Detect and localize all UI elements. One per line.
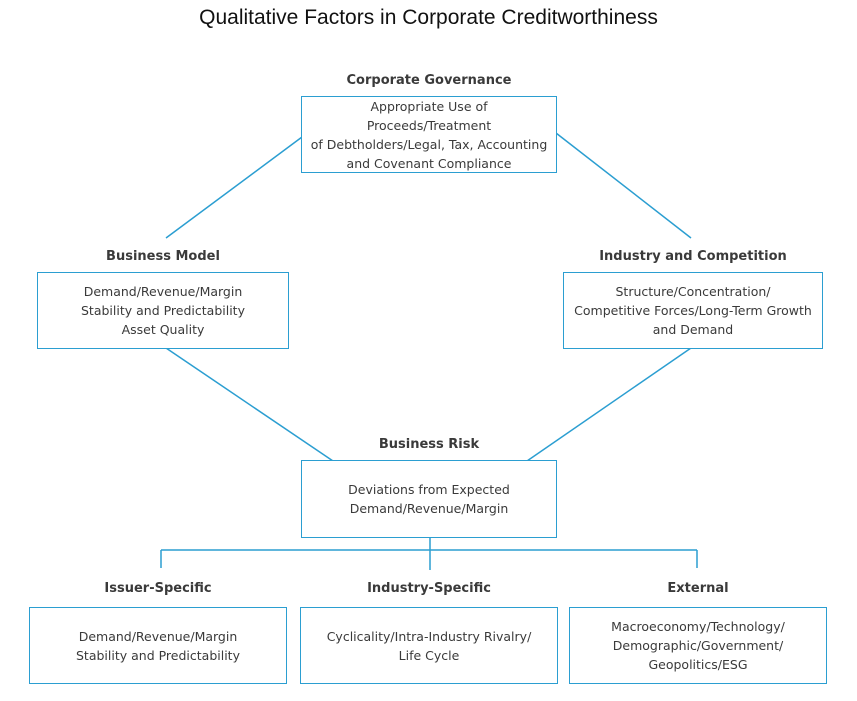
box-line: Deviations from Expected [348, 482, 510, 497]
box-industry-competition: Structure/Concentration/ Competitive For… [563, 272, 823, 349]
box-line: of Debtholders/Legal, Tax, Accounting [310, 136, 548, 152]
connector-governance-business-model [165, 136, 303, 239]
box-industry-specific: Cyclicality/Intra-Industry Rivalry/ Life… [300, 607, 558, 684]
box-line: Stability and Predictability [76, 647, 240, 663]
heading-issuer-specific: Issuer-Specific [104, 581, 212, 596]
box-line: Appropriate Use of Proceeds/Treatment [366, 98, 492, 133]
box-corporate-governance: Appropriate Use of Proceeds/Treatment of… [301, 96, 557, 173]
page-title: Qualitative Factors in Corporate Creditw… [199, 6, 658, 29]
heading-industry-competition: Industry and Competition [599, 249, 787, 264]
heading-external: External [667, 581, 729, 596]
box-line: Demand/Revenue/Margin [78, 628, 238, 644]
heading-corporate-governance: Corporate Governance [346, 73, 512, 88]
box-line: Asset Quality [121, 322, 205, 337]
connector-governance-industry [555, 132, 692, 239]
box-line: Life Cycle [398, 647, 460, 663]
box-business-risk: Deviations from Expected Demand/Revenue/… [301, 460, 557, 538]
box-issuer-specific: Demand/Revenue/Margin Stability and Pred… [29, 607, 287, 684]
box-line: Demographic/Government/ [612, 638, 784, 653]
box-external: Macroeconomy/Technology/ Demographic/Gov… [569, 607, 827, 684]
box-line: Demand/Revenue/Margin [349, 501, 509, 516]
connector-business-model-risk [165, 347, 334, 462]
connector-industry-risk [526, 347, 692, 462]
heading-industry-specific: Industry-Specific [367, 581, 491, 596]
box-line: Demand/Revenue/Margin [83, 284, 243, 299]
box-line: Competitive Forces/Long-Term Growth [574, 303, 812, 318]
box-line: Structure/Concentration/ [615, 284, 771, 299]
box-line: and Covenant Compliance [346, 155, 512, 171]
box-line: Macroeconomy/Technology/ [611, 619, 785, 634]
box-business-model: Demand/Revenue/Margin Stability and Pred… [37, 272, 289, 349]
box-line: Geopolitics/ESG [648, 657, 748, 672]
heading-business-model: Business Model [106, 249, 220, 264]
box-line: Stability and Predictability [81, 303, 245, 318]
box-line: and Demand [652, 322, 734, 337]
heading-business-risk: Business Risk [378, 437, 480, 452]
box-line: Cyclicality/Intra-Industry Rivalry/ [326, 628, 532, 644]
